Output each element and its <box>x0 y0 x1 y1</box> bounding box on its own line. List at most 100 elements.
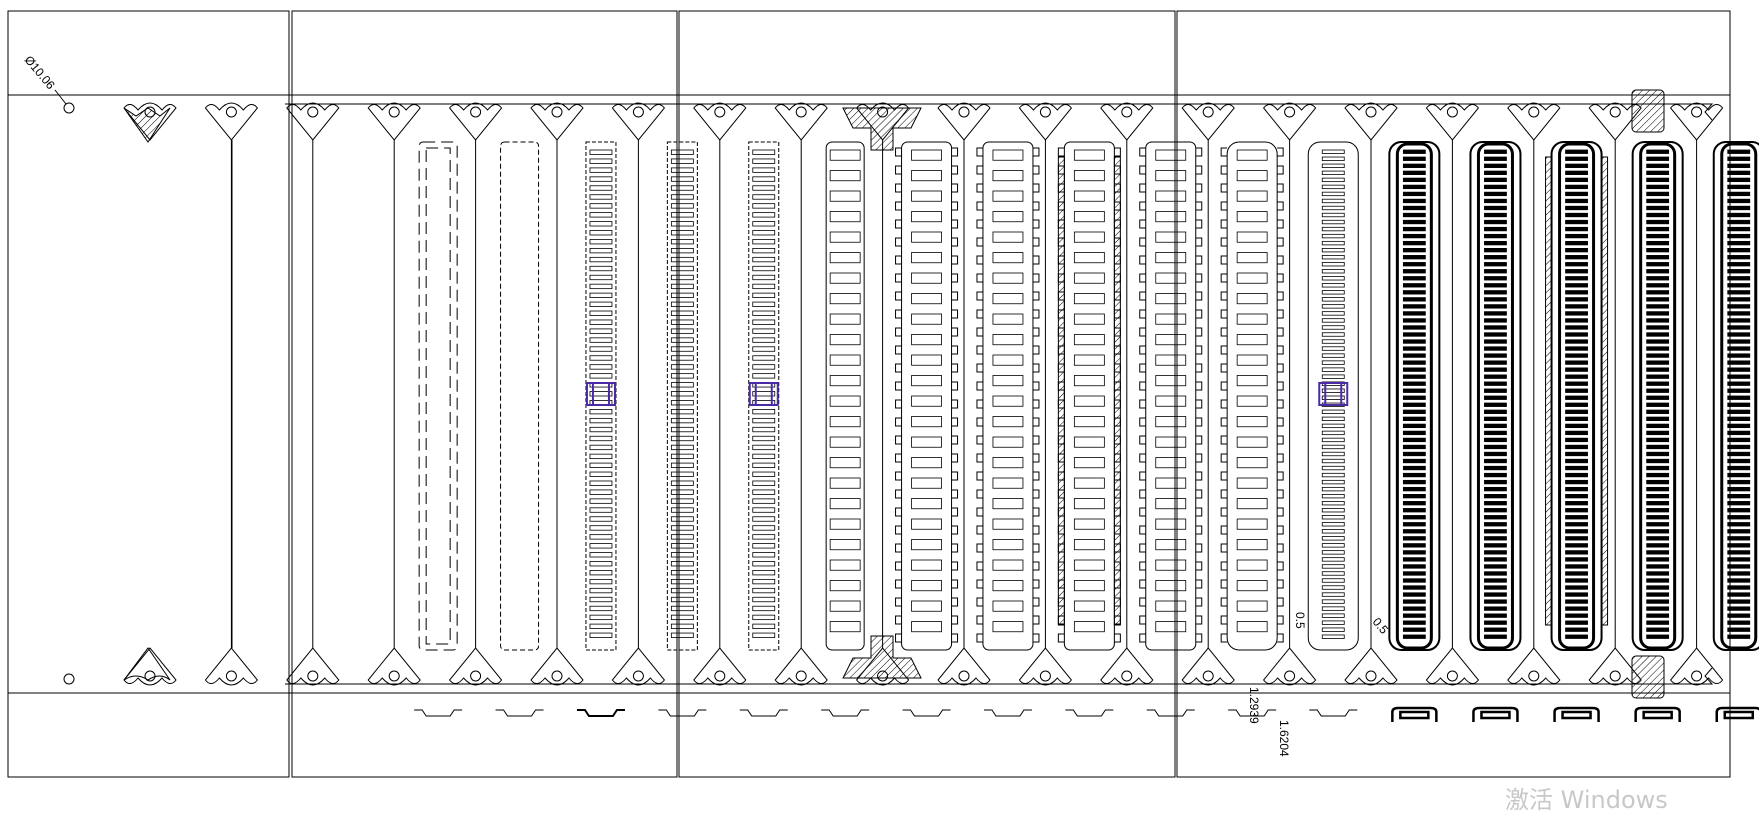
contact-terminal <box>1484 578 1507 583</box>
contact-terminal <box>911 354 942 366</box>
side-notch <box>951 219 959 229</box>
bend-profile <box>902 709 951 717</box>
contact-terminal <box>589 614 613 621</box>
contact-terminal <box>1727 416 1751 422</box>
side-notch <box>1195 291 1203 301</box>
side-notch <box>895 435 902 445</box>
contact-terminal <box>1155 293 1187 305</box>
contact-terminal <box>1236 580 1268 592</box>
side-notch <box>1032 237 1040 247</box>
contact-terminal <box>589 507 613 513</box>
part-body <box>982 141 1034 651</box>
side-notch <box>895 633 902 643</box>
side-notch <box>976 237 983 247</box>
contact-terminal <box>1565 501 1588 506</box>
contact-terminal <box>670 382 694 388</box>
side-notch <box>951 579 959 589</box>
side-notch <box>1220 453 1228 463</box>
side-notch <box>976 255 983 265</box>
side-notch <box>1032 183 1040 193</box>
side-notch <box>1032 345 1040 355</box>
contact-terminal <box>589 274 613 281</box>
hatched-stop-block-top <box>1631 89 1665 133</box>
contact-terminal <box>1646 346 1670 351</box>
contact-terminal <box>1321 627 1345 632</box>
part-body <box>666 141 698 651</box>
contact-terminal <box>1727 550 1751 555</box>
side-notch <box>951 309 959 319</box>
contact-terminal <box>911 580 942 592</box>
contact-terminal <box>1727 578 1751 583</box>
contact-terminal <box>1565 247 1588 253</box>
side-notch <box>1139 183 1146 193</box>
contact-terminal <box>670 614 694 621</box>
station-1 <box>418 141 458 651</box>
contact-terminal <box>1236 416 1268 428</box>
contact-terminal <box>1402 381 1426 386</box>
contact-terminal <box>1565 367 1588 372</box>
contact-terminal <box>1565 395 1588 400</box>
contact-terminal <box>1321 297 1345 302</box>
contact-terminal <box>752 570 776 576</box>
contact-terminal <box>829 272 861 284</box>
contact-terminal <box>752 373 776 379</box>
station-6 <box>825 141 865 651</box>
contact-terminal <box>1727 332 1751 337</box>
contact-terminal <box>1484 374 1507 379</box>
contact-terminal <box>1646 501 1670 506</box>
contact-terminal <box>1402 627 1426 632</box>
contact-terminal <box>752 623 776 629</box>
side-notch <box>895 165 902 175</box>
contact-terminal <box>1727 444 1751 450</box>
contact-terminal <box>752 203 776 209</box>
side-notch <box>895 291 902 301</box>
contact-terminal <box>1565 325 1588 330</box>
contact-terminal <box>1073 231 1105 243</box>
contact-terminal <box>670 632 694 638</box>
contact-terminal <box>670 623 694 629</box>
contact-terminal <box>1402 191 1426 197</box>
contact-terminal <box>911 170 942 182</box>
contact-terminal <box>1565 465 1588 471</box>
side-notch <box>976 615 983 625</box>
contact-terminal <box>1155 149 1187 161</box>
contact-terminal <box>752 498 776 504</box>
contact-terminal <box>670 149 694 155</box>
contact-terminal <box>752 328 776 334</box>
contact-terminal <box>670 364 694 370</box>
contact-terminal <box>1484 585 1507 590</box>
pilot-hole <box>1365 106 1377 118</box>
contact-terminal <box>752 561 776 567</box>
contact-terminal <box>1565 571 1588 576</box>
side-notch <box>1277 345 1284 355</box>
side-notch <box>1114 633 1121 643</box>
side-notch <box>1195 183 1203 193</box>
contact-terminal <box>670 570 694 576</box>
pilot-v-bottom <box>1100 647 1154 686</box>
contact-terminal <box>1565 402 1588 407</box>
hatched-pilot <box>123 107 171 143</box>
contact-terminal <box>1321 543 1345 548</box>
side-notch <box>1139 543 1146 553</box>
contact-terminal <box>1321 325 1345 330</box>
contact-terminal <box>1321 191 1345 197</box>
side-notch <box>951 147 959 157</box>
side-notch <box>1195 399 1203 409</box>
contact-terminal <box>752 149 776 155</box>
pilot-v-top <box>774 102 828 141</box>
contact-terminal <box>1565 290 1588 295</box>
contact-terminal <box>1646 247 1670 253</box>
contact-terminal <box>992 580 1024 592</box>
side-notch <box>1220 363 1228 373</box>
contact-terminal <box>1646 430 1670 436</box>
side-notch <box>951 381 959 391</box>
contact-terminal <box>1321 198 1345 204</box>
contact-terminal <box>589 426 613 433</box>
contact-terminal <box>1484 353 1507 358</box>
contact-terminal <box>1321 247 1345 253</box>
contact-terminal <box>670 561 694 567</box>
contact-terminal <box>1646 423 1670 429</box>
side-notch <box>1139 327 1146 337</box>
contact-terminal <box>1484 205 1507 211</box>
side-notch <box>1220 273 1228 283</box>
